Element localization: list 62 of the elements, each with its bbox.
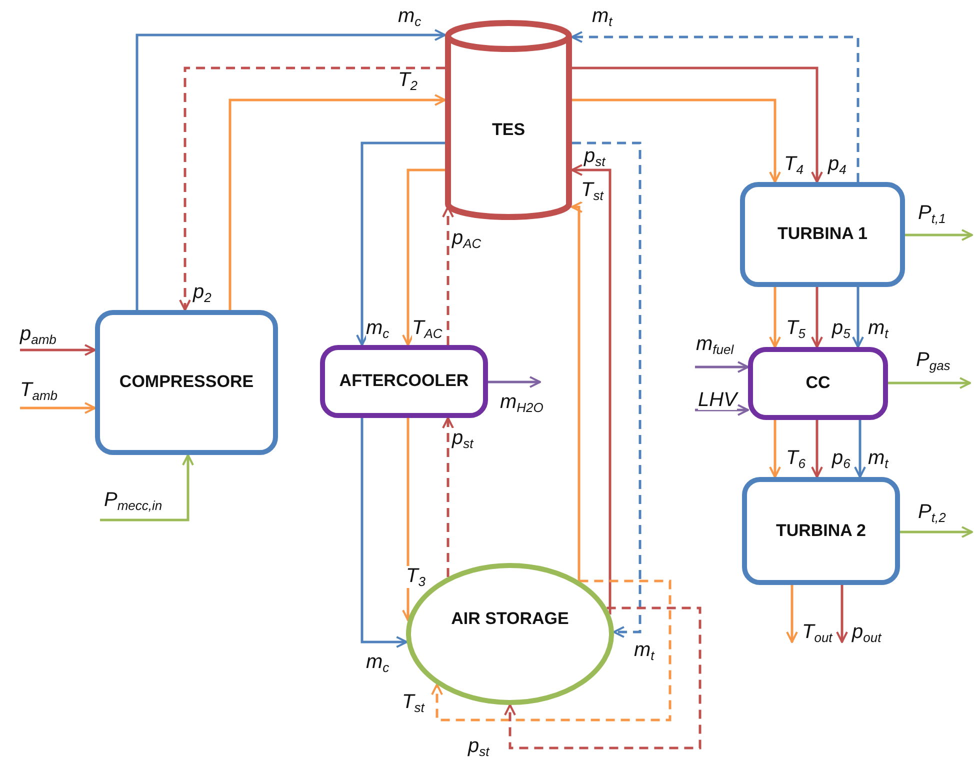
arrow [769, 420, 781, 478]
arrow [356, 142, 445, 346]
arrow [695, 361, 749, 373]
arrow [852, 287, 864, 348]
arrow [905, 229, 973, 241]
node-label: AIR STORAGE [450, 609, 570, 630]
arrow [811, 287, 823, 348]
arrow [571, 31, 860, 182]
edge-label: T$_{out}$ [802, 622, 832, 644]
arrow [769, 287, 781, 348]
arrow [572, 66, 823, 183]
edge-label: P$_{mecc,in}$ [104, 490, 162, 512]
process-box [95, 310, 278, 455]
arrow [888, 377, 971, 389]
arrow [402, 168, 445, 346]
arrow [442, 206, 454, 345]
arrow [695, 404, 749, 416]
edge-label: T$_{5}$ [786, 318, 806, 340]
arrow [854, 420, 866, 478]
arrow [431, 580, 672, 722]
arrow [228, 94, 446, 310]
edge-label: P$_{gas}$ [916, 350, 950, 372]
edge-label: T$_{st}$ [581, 180, 604, 202]
arrow [900, 526, 973, 538]
arrow [572, 142, 642, 638]
process-box [740, 182, 905, 287]
arrow [179, 66, 445, 311]
node-label: TES [490, 120, 526, 140]
arrow [20, 402, 96, 414]
arrow [571, 201, 583, 581]
edge-label: T$_{amb}$ [20, 380, 58, 402]
arrow [20, 344, 96, 356]
arrow [572, 98, 781, 183]
arrow [504, 606, 702, 750]
arrow [811, 420, 823, 478]
arrow [402, 418, 414, 622]
edge-label: P$_{t,1}$ [918, 203, 946, 225]
arrow [488, 376, 541, 388]
arrow [360, 418, 408, 648]
edge-label: p$_{st}$ [452, 428, 474, 450]
edge-label: T$_{AC}$ [412, 318, 442, 340]
node-label: AFTERCOOLER [339, 371, 469, 392]
edge-label: T$_{6}$ [786, 448, 806, 470]
arrow [836, 585, 848, 643]
node-label: TURBINA 2 [776, 520, 866, 542]
edge-label: T$_{2}$ [398, 70, 418, 92]
arrow [100, 454, 194, 522]
process-box [742, 477, 900, 585]
edge-label: T$_{4}$ [784, 154, 804, 176]
process-box [748, 347, 888, 420]
arrow [786, 585, 798, 643]
process-box [320, 345, 488, 418]
edge-label: T$_{3}$ [406, 566, 426, 588]
node-label: TURBINA 1 [777, 224, 868, 245]
arrow [571, 164, 612, 614]
edge-label: LHV [698, 390, 737, 410]
arrow [442, 417, 454, 577]
node-label: COMPRESSORE [119, 372, 254, 393]
edge-label: P$_{t,2}$ [918, 502, 946, 524]
node-label: CC [806, 373, 830, 394]
edge-label: T$_{st}$ [402, 692, 424, 714]
arrow [136, 29, 446, 310]
